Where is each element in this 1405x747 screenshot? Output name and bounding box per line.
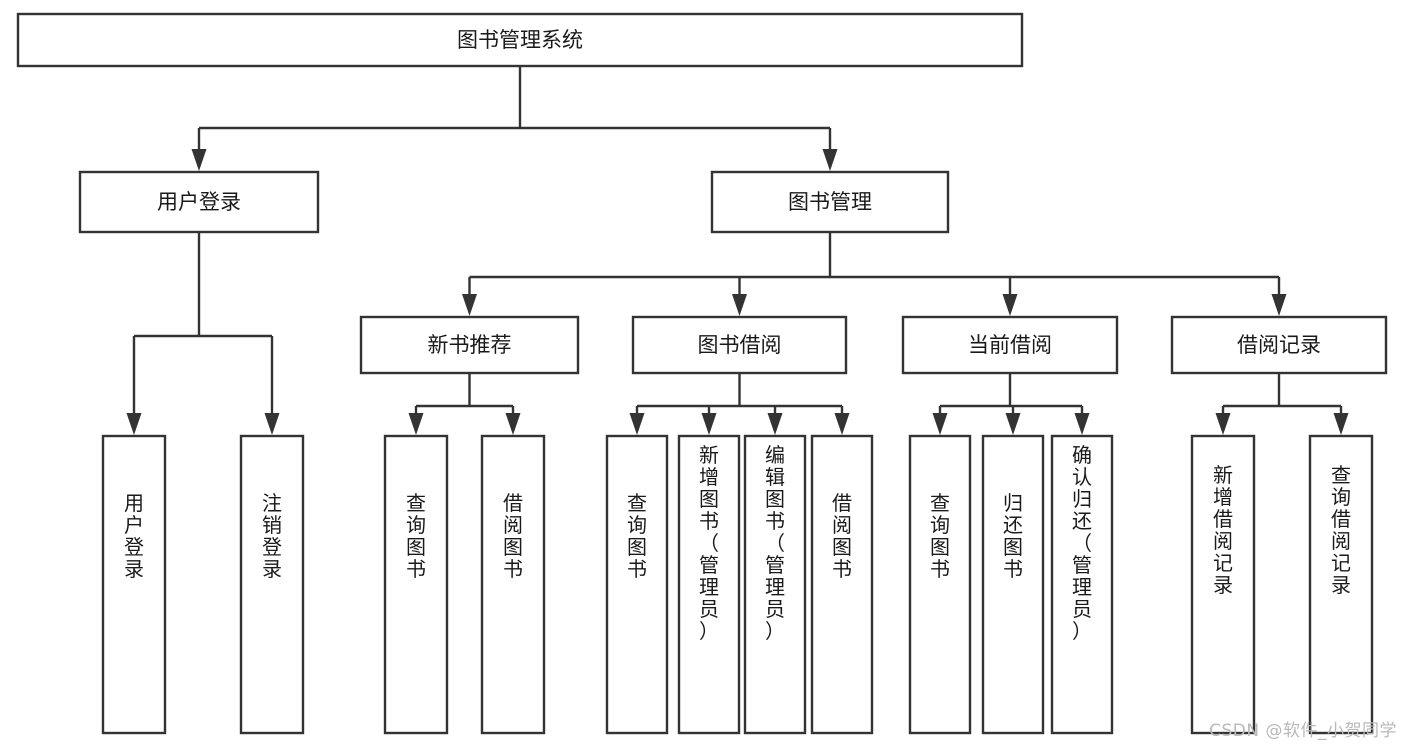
node-user-login[interactable]: 用户登录 [78,170,320,234]
node-box-new-book-rec [359,315,580,375]
node-box-leaf-cur-confirm [1050,434,1114,735]
connector-group-borrow-record [1215,373,1349,435]
node-label-leaf-rec-query2: 查询借阅记录 [1331,463,1351,597]
node-label-user-login: 用户登录 [157,190,241,214]
node-label-root: 图书管理系统 [457,28,583,52]
node-box-leaf-borrow-query [605,434,669,735]
connector-group-root [191,66,838,171]
node-leaf-rec-borrow[interactable]: 借阅图书 [480,434,546,735]
node-box-book-manage [710,170,950,234]
node-leaf-cur-confirm[interactable]: 确认归还（管理员） [1050,434,1114,735]
node-leaf-user-logout[interactable]: 注销登录 [239,434,305,735]
node-current-borrow[interactable]: 当前借阅 [901,315,1119,375]
node-label-new-book-rec: 新书推荐 [428,333,512,357]
connector-group-user-login [126,232,280,435]
node-leaf-rec-query[interactable]: 查询图书 [383,434,449,735]
node-box-leaf-rec-query2 [1308,434,1374,735]
node-leaf-borrow-edit[interactable]: 编辑图书（管理员） [743,434,807,735]
node-box-leaf-cur-return [981,434,1045,735]
node-box-leaf-user-logout [239,434,305,735]
node-borrow-record[interactable]: 借阅记录 [1170,315,1388,375]
node-label-leaf-user-logout: 注销登录 [262,491,282,581]
node-label-borrow-record: 借阅记录 [1237,333,1321,357]
node-box-book-borrow [631,315,848,375]
node-label-leaf-user-login: 用户登录 [124,491,144,581]
node-leaf-rec-add[interactable]: 新增借阅记录 [1190,434,1256,735]
node-book-borrow[interactable]: 图书借阅 [631,315,848,375]
node-leaf-user-login[interactable]: 用户登录 [101,434,167,735]
node-leaf-borrow-do[interactable]: 借阅图书 [810,434,874,735]
node-label-leaf-borrow-edit: 编辑图书（管理员） [765,443,785,643]
node-label-current-borrow: 当前借阅 [968,333,1052,357]
node-leaf-borrow-query[interactable]: 查询图书 [605,434,669,735]
node-box-leaf-borrow-do [810,434,874,735]
node-box-user-login [78,170,320,234]
node-root[interactable]: 图书管理系统 [16,12,1024,68]
node-label-leaf-borrow-query: 查询图书 [627,491,647,581]
node-label-leaf-rec-add: 新增借阅记录 [1213,463,1233,597]
node-label-leaf-rec-borrow: 借阅图书 [503,491,523,581]
node-box-leaf-rec-borrow [480,434,546,735]
node-box-current-borrow [901,315,1119,375]
node-label-book-manage: 图书管理 [788,190,872,214]
node-layer: 图书管理系统用户登录图书管理新书推荐图书借阅当前借阅借阅记录用户登录注销登录查询… [16,12,1388,735]
node-label-leaf-cur-confirm: 确认归还（管理员） [1072,443,1092,643]
node-label-book-borrow: 图书借阅 [698,333,782,357]
node-label-leaf-borrow-do: 借阅图书 [832,491,852,581]
node-label-leaf-cur-return: 归还图书 [1003,491,1023,581]
node-box-leaf-cur-query [908,434,972,735]
node-new-book-rec[interactable]: 新书推荐 [359,315,580,375]
node-box-leaf-user-login [101,434,167,735]
connector-layer [126,66,1349,435]
node-leaf-cur-query[interactable]: 查询图书 [908,434,972,735]
node-book-manage[interactable]: 图书管理 [710,170,950,234]
node-label-leaf-cur-query: 查询图书 [930,491,950,581]
connector-group-new-book-rec [408,373,521,435]
node-box-leaf-rec-add [1190,434,1256,735]
node-leaf-borrow-add[interactable]: 新增图书（管理员） [677,434,741,735]
node-box-borrow-record [1170,315,1388,375]
connector-group-current-borrow [932,373,1090,435]
node-label-leaf-borrow-add: 新增图书（管理员） [699,443,719,643]
node-box-leaf-borrow-edit [743,434,807,735]
node-leaf-rec-query2[interactable]: 查询借阅记录 [1308,434,1374,735]
connector-group-book-borrow [629,373,850,435]
node-box-leaf-rec-query [383,434,449,735]
node-box-root [16,12,1024,68]
node-label-leaf-rec-query: 查询图书 [406,491,426,581]
connector-group-book-manage [462,232,1287,316]
node-box-leaf-borrow-add [677,434,741,735]
node-leaf-cur-return[interactable]: 归还图书 [981,434,1045,735]
